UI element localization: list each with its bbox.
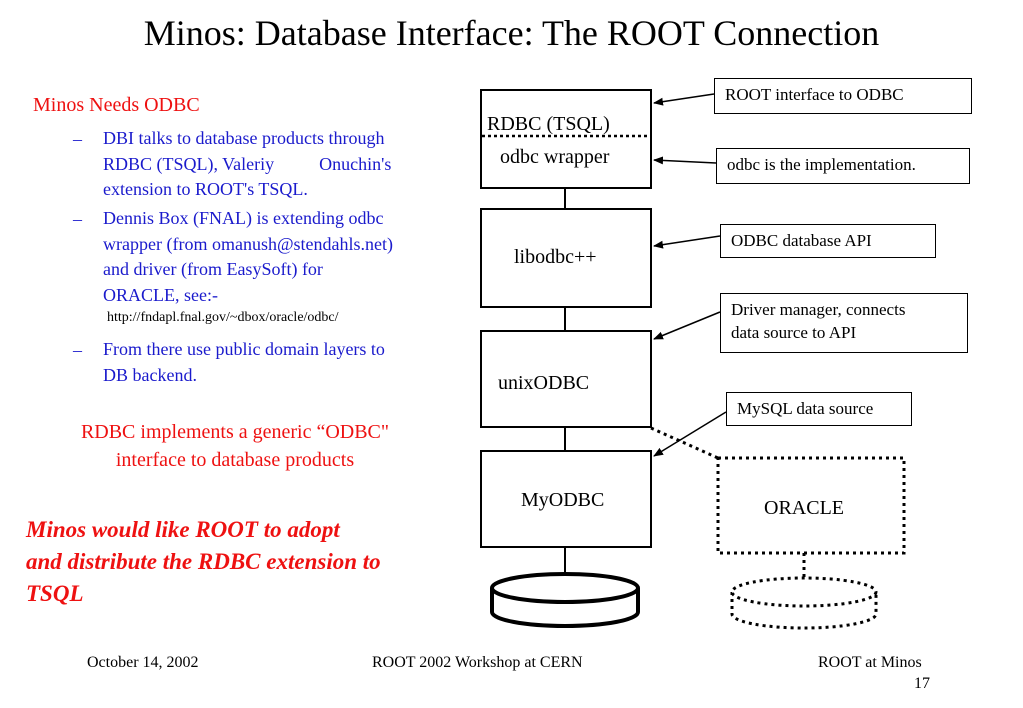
unixodbc-label: unixODBC: [498, 372, 590, 394]
oracle-dotted-link: [650, 426, 719, 460]
bullet-line: DBI talks to database products through: [103, 128, 385, 148]
arrow-odbc-api: [653, 235, 721, 249]
arrow-driver-manager: [653, 311, 721, 340]
bullet-line: RDBC (TSQL), Valeriy Onuchin's: [103, 153, 392, 174]
unixodbc-box: [480, 330, 652, 428]
rdbc-tsql-label: RDBC (TSQL): [487, 113, 610, 135]
bullet-line: extension to ROOT's TSQL.: [103, 179, 308, 199]
footer-event: ROOT 2002 Workshop at CERN: [372, 654, 583, 671]
footer-date: October 14, 2002: [87, 654, 199, 671]
rdbc-note-line: RDBC implements a generic “ODBC": [80, 421, 390, 443]
footer-section: ROOT at Minos: [818, 654, 922, 671]
odbc-url: http://fndapl.fnal.gov/~dbox/oracle/odbc…: [107, 310, 339, 325]
note-odbc-implementation: odbc is the implementation.: [716, 148, 970, 184]
bullet-dbi: DBI talks to database products through R…: [103, 126, 391, 203]
proposal-line: Minos would like ROOT to adopt: [26, 517, 340, 542]
note-line: Driver manager, connects: [731, 300, 906, 319]
note-line: data source to API: [731, 323, 857, 342]
bullet-public-domain: From there use public domain layers to D…: [103, 337, 385, 388]
libodbc-box: [480, 208, 652, 308]
arrow-odbc-impl: [653, 156, 717, 165]
oracle-database-cylinder: [730, 576, 878, 630]
myodbc-box: [480, 450, 652, 548]
bullet-dash: –: [73, 209, 82, 229]
page-number: 17: [914, 675, 930, 692]
proposal-line: TSQL: [26, 581, 84, 606]
left-heading: Minos Needs ODBC: [33, 94, 200, 116]
bullet-dash: –: [73, 129, 82, 149]
bullet-line: wrapper (from omanush@stendahls.net): [103, 233, 393, 254]
bullet-dash: –: [73, 340, 82, 360]
rdbc-note: RDBC implements a generic “ODBC" interfa…: [30, 418, 440, 474]
oracle-box-outline: [716, 456, 906, 555]
bullet-line: DB backend.: [103, 364, 197, 385]
note-driver-manager: Driver manager, connects data source to …: [720, 293, 968, 353]
rdbc-note-line: interface to database products: [115, 449, 355, 471]
bullet-line: and driver (from EasySoft) for: [103, 259, 323, 279]
oracle-label: ORACLE: [764, 497, 844, 519]
proposal-line: and distribute the RDBC extension to: [26, 549, 381, 574]
libodbc-label: libodbc++: [514, 246, 597, 268]
bullet-line: Dennis Box (FNAL) is extending odbc: [103, 208, 384, 228]
rdbc-odbc-wrapper-box: [480, 89, 652, 189]
bullet-dennis-box: Dennis Box (FNAL) is extending odbc wrap…: [103, 206, 393, 308]
note-root-interface: ROOT interface to ODBC: [714, 78, 972, 114]
dotted-divider: [482, 134, 650, 138]
arrow-mysql: [653, 411, 727, 457]
bullet-line: ORACLE, see:-: [103, 284, 218, 305]
odbc-wrapper-label: odbc wrapper: [500, 146, 610, 168]
bullet-line: From there use public domain layers to: [103, 339, 385, 359]
note-odbc-database-api: ODBC database API: [720, 224, 936, 258]
note-mysql-data-source: MySQL data source: [726, 392, 912, 426]
slide-title: Minos: Database Interface: The ROOT Conn…: [143, 13, 880, 53]
arrow-root-interface: [653, 93, 715, 106]
myodbc-label: MyODBC: [521, 489, 605, 511]
proposal-statement: Minos would like ROOT to adopt and distr…: [18, 514, 451, 610]
mysql-database-cylinder: [490, 572, 640, 628]
